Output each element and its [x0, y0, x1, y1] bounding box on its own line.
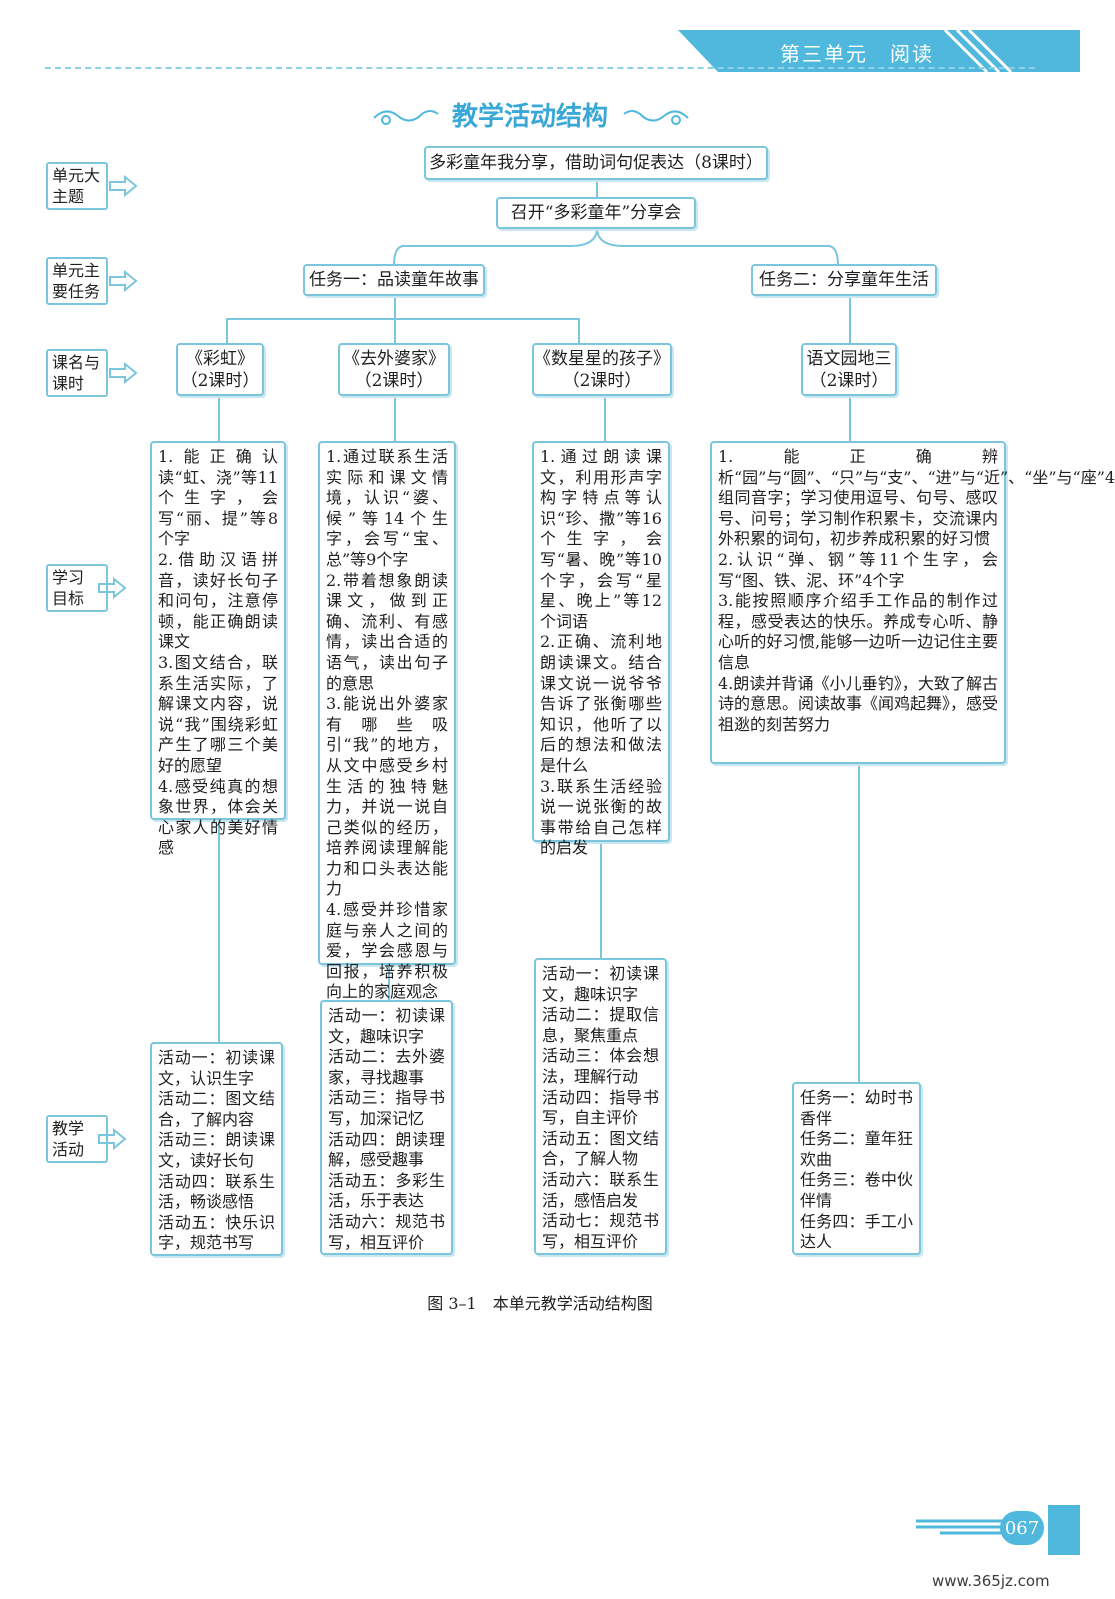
connector-line [388, 964, 390, 1000]
connector-line [849, 294, 851, 344]
row-label-activities: 教学 活动 [46, 1115, 108, 1163]
arrow-right-icon [109, 361, 138, 385]
header-stripes-icon [943, 28, 1013, 74]
activity-box: 活动一：初读课文，趣味识字 活动二：去外婆家，寻找趣事 活动三：指导书写，加深记… [320, 1000, 453, 1255]
arrow-right-icon [98, 1127, 127, 1151]
lesson-name: 《去外婆家》 [343, 348, 445, 369]
connector-line [218, 820, 220, 1042]
lesson-name: 《彩虹》 [186, 348, 254, 369]
connector-line [394, 396, 396, 441]
footer-tab [1048, 1505, 1080, 1555]
connector-line [600, 842, 602, 958]
activity-box: 任务一：幼时书香伴 任务二：童年狂欢曲 任务三：卷中伙伴情 任务四：手工小达人 [792, 1082, 921, 1255]
goal-box: 1.通过联系生活实际和课文情境，认识“婆、候”等14个生字，会写“宝、总”等9个… [318, 441, 456, 1001]
activity-box: 活动一：初读课文，趣味识字 活动二：提取信息，聚焦重点 活动三：体会想法，理解行… [534, 958, 667, 1255]
theme-event-node: 召开“多彩童年”分享会 [496, 197, 696, 229]
branch-connector [393, 227, 839, 267]
lesson-hours: （2课时） [180, 370, 260, 391]
connector-line [394, 318, 396, 344]
left-swirl-icon [373, 110, 439, 125]
row-label-lessons: 课名与 课时 [46, 349, 108, 397]
connector-line [604, 396, 606, 441]
theme-main-node: 多彩童年我分享，借助词句促表达（8课时） [424, 146, 768, 180]
task2-node: 任务二：分享童年生活 [751, 264, 937, 296]
right-swirl-icon [623, 110, 689, 125]
task1-node: 任务一：品读童年故事 [303, 264, 485, 296]
lesson-node: 《彩虹》 （2课时） [176, 343, 264, 396]
row-label-tasks: 单元主 要任务 [46, 257, 108, 305]
goal-box: 1.通过朗读课文，利用形声字构字特点等认识“珍、撒”等16个生字，会写“暑、晚”… [532, 441, 670, 857]
goal-box: 1.能正确辨析“园”与“圆”、“只”与“支”、“进”与“近”、“坐”与“座”4组… [710, 441, 1115, 764]
connector-line [596, 180, 598, 198]
arrow-right-icon [109, 269, 138, 293]
goal-box: 1.能正确认读“虹、浇”等11个生字，会写“丽、提”等8个字 2.借助汉语拼音，… [150, 441, 286, 857]
arrow-right-icon [109, 174, 138, 198]
connector-line [394, 294, 396, 318]
lesson-name: 语文园地三 [806, 348, 892, 369]
row-label-goals: 学习 目标 [46, 564, 108, 612]
connector-line [218, 396, 220, 441]
unit-title: 第三单元 阅读 [780, 42, 934, 66]
section-title: 教学活动结构 [451, 102, 608, 132]
lesson-node: 语文园地三 （2课时） [801, 343, 897, 396]
footer-stripes-icon [916, 1519, 1004, 1535]
arrow-right-icon [98, 576, 127, 600]
connector-line [578, 318, 580, 344]
lesson-hours: （2课时） [562, 370, 642, 391]
header-band [678, 30, 1080, 72]
figure-caption: 图 3–1 本单元教学活动结构图 [427, 1294, 653, 1313]
lesson-node: 《数星星的孩子》 （2课时） [532, 343, 672, 396]
activity-box: 活动一：初读课文，认识生字 活动二：图文结合，了解内容 活动三：朗读课文，读好长… [150, 1042, 283, 1256]
connector-line [226, 318, 580, 320]
row-label-theme: 单元大 主题 [46, 162, 108, 210]
connector-line [226, 318, 228, 344]
connector-line [858, 764, 860, 1082]
header-divider [45, 67, 1035, 69]
lesson-node: 《去外婆家》 （2课时） [338, 343, 450, 396]
page-number: 067 [1000, 1511, 1044, 1545]
lesson-hours: （2课时） [809, 370, 889, 391]
connector-line [849, 396, 851, 441]
lesson-name: 《数星星的孩子》 [534, 348, 670, 369]
watermark: www.365jz.com [932, 1572, 1050, 1590]
lesson-hours: （2课时） [354, 370, 434, 391]
